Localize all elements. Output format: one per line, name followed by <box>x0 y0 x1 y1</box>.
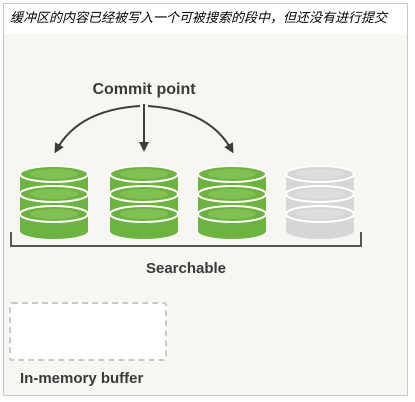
segment-disc-highlight <box>296 169 344 179</box>
segment-disc-highlight <box>120 169 168 179</box>
searchable-bracket <box>10 232 362 247</box>
segment-stack-3 <box>197 165 267 239</box>
segment-stack-2 <box>109 165 179 239</box>
segment-disc-highlight <box>120 189 168 199</box>
segment-disc-highlight <box>296 189 344 199</box>
segment-disc-highlight <box>120 209 168 219</box>
segment-disc-highlight <box>208 189 256 199</box>
in-memory-buffer-label: In-memory buffer <box>20 370 144 387</box>
commit-arrow-right <box>147 105 234 154</box>
segment-disc-highlight <box>30 189 78 199</box>
commit-point-label: Commit point <box>92 81 196 98</box>
segment-stack-4 <box>285 165 355 239</box>
commit-arrow-left <box>54 105 141 154</box>
searchable-label: Searchable <box>146 260 226 277</box>
segment-disc-highlight <box>296 209 344 219</box>
segment-stack-1 <box>19 165 89 239</box>
segment-disc-highlight <box>208 209 256 219</box>
segment-disc-highlight <box>208 169 256 179</box>
figure-caption: 缓冲区的内容已经被写入一个可被搜索的段中，但还没有进行提交 <box>4 4 407 34</box>
segment-disc-highlight <box>30 169 78 179</box>
figure-frame: 缓冲区的内容已经被写入一个可被搜索的段中，但还没有进行提交 Commit poi… <box>3 3 408 396</box>
segment-stack-group <box>19 165 355 239</box>
segment-diagram: Commit point Searchable <box>10 81 362 277</box>
in-memory-buffer-box <box>9 302 167 361</box>
commit-arrows <box>54 104 234 154</box>
segment-disc-highlight <box>30 209 78 219</box>
